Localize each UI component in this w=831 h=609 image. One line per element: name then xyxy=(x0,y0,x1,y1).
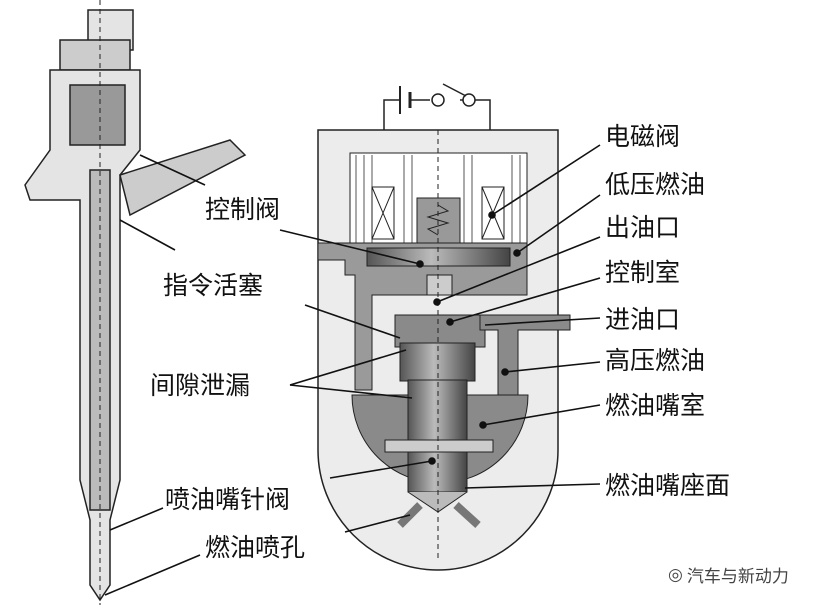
control-chamber xyxy=(394,314,486,348)
watermark: ◎ 汽车与新动力 xyxy=(668,562,789,588)
label-high-pressure-fuel: 高压燃油 xyxy=(605,346,706,375)
label-outlet: 出油口 xyxy=(605,213,681,242)
label-solenoid-valve: 电磁阀 xyxy=(605,122,681,151)
leader-lines xyxy=(104,144,601,596)
label-inlet: 进油口 xyxy=(605,305,681,334)
label-spray-hole: 燃油喷孔 xyxy=(205,533,306,562)
label-command-piston: 指令活塞 xyxy=(163,271,264,300)
label-low-pressure-fuel: 低压燃油 xyxy=(605,170,706,199)
label-nozzle-chamber: 燃油嘴室 xyxy=(605,391,706,420)
label-control-valve: 控制阀 xyxy=(205,195,281,224)
watermark-text: 汽车与新动力 xyxy=(686,567,789,587)
circuit xyxy=(383,83,491,153)
low-pressure-passage xyxy=(317,242,528,391)
label-gap-leakage: 间隙泄漏 xyxy=(150,371,251,400)
injector-overview xyxy=(24,0,247,605)
label-nozzle-seat: 燃油嘴座面 xyxy=(605,471,731,500)
wechat-icon: ◎ xyxy=(668,564,683,585)
label-control-chamber: 控制室 xyxy=(605,258,681,287)
label-needle-valve: 喷油嘴针阀 xyxy=(165,485,291,514)
